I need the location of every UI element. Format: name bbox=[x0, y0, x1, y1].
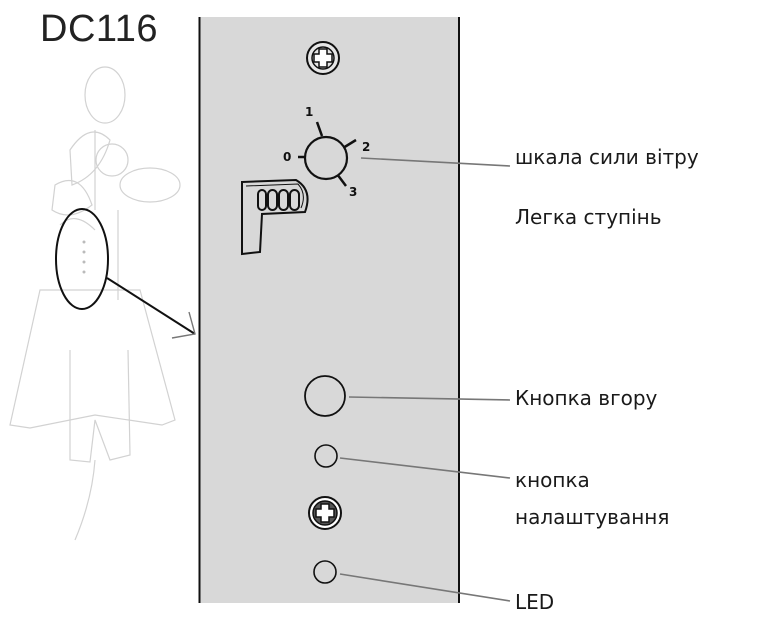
zoom-dot bbox=[82, 270, 86, 274]
up-button[interactable] bbox=[304, 375, 346, 417]
zoom-connector bbox=[106, 277, 196, 335]
zoom-arrowhead bbox=[171, 311, 196, 339]
zoom-dot bbox=[82, 250, 86, 254]
zoom-dot bbox=[82, 240, 86, 244]
dial-mark-0: 0 bbox=[283, 150, 291, 164]
label-up-button: Кнопка вгору bbox=[515, 386, 658, 410]
leader-up-button bbox=[348, 396, 511, 401]
setup-button[interactable] bbox=[314, 444, 338, 468]
leader-setup-button bbox=[339, 457, 511, 479]
label-wind-scale: шкала сили вітру bbox=[515, 145, 699, 169]
wind-dial: 0 1 2 3 bbox=[283, 105, 370, 199]
leader-led bbox=[339, 573, 511, 602]
bottom-screw bbox=[308, 496, 342, 530]
windmeter-sketch bbox=[9, 66, 181, 541]
label-setup-button-line2: налаштування bbox=[515, 505, 670, 529]
label-light-step: Легка ступінь bbox=[515, 205, 662, 229]
leader-wind-scale bbox=[360, 157, 511, 167]
dial-mark-2: 2 bbox=[362, 140, 370, 154]
zoom-dot bbox=[82, 260, 86, 264]
zoom-ellipse bbox=[55, 208, 109, 310]
dial-mark-3: 3 bbox=[349, 185, 357, 199]
label-setup-button-line1: кнопка bbox=[515, 468, 590, 492]
top-screw bbox=[306, 41, 340, 75]
led-indicator bbox=[313, 560, 337, 584]
dial-mark-1: 1 bbox=[305, 105, 313, 119]
model-title: DC116 bbox=[40, 8, 158, 50]
label-led: LED bbox=[515, 590, 555, 614]
brand-logo bbox=[241, 178, 309, 256]
